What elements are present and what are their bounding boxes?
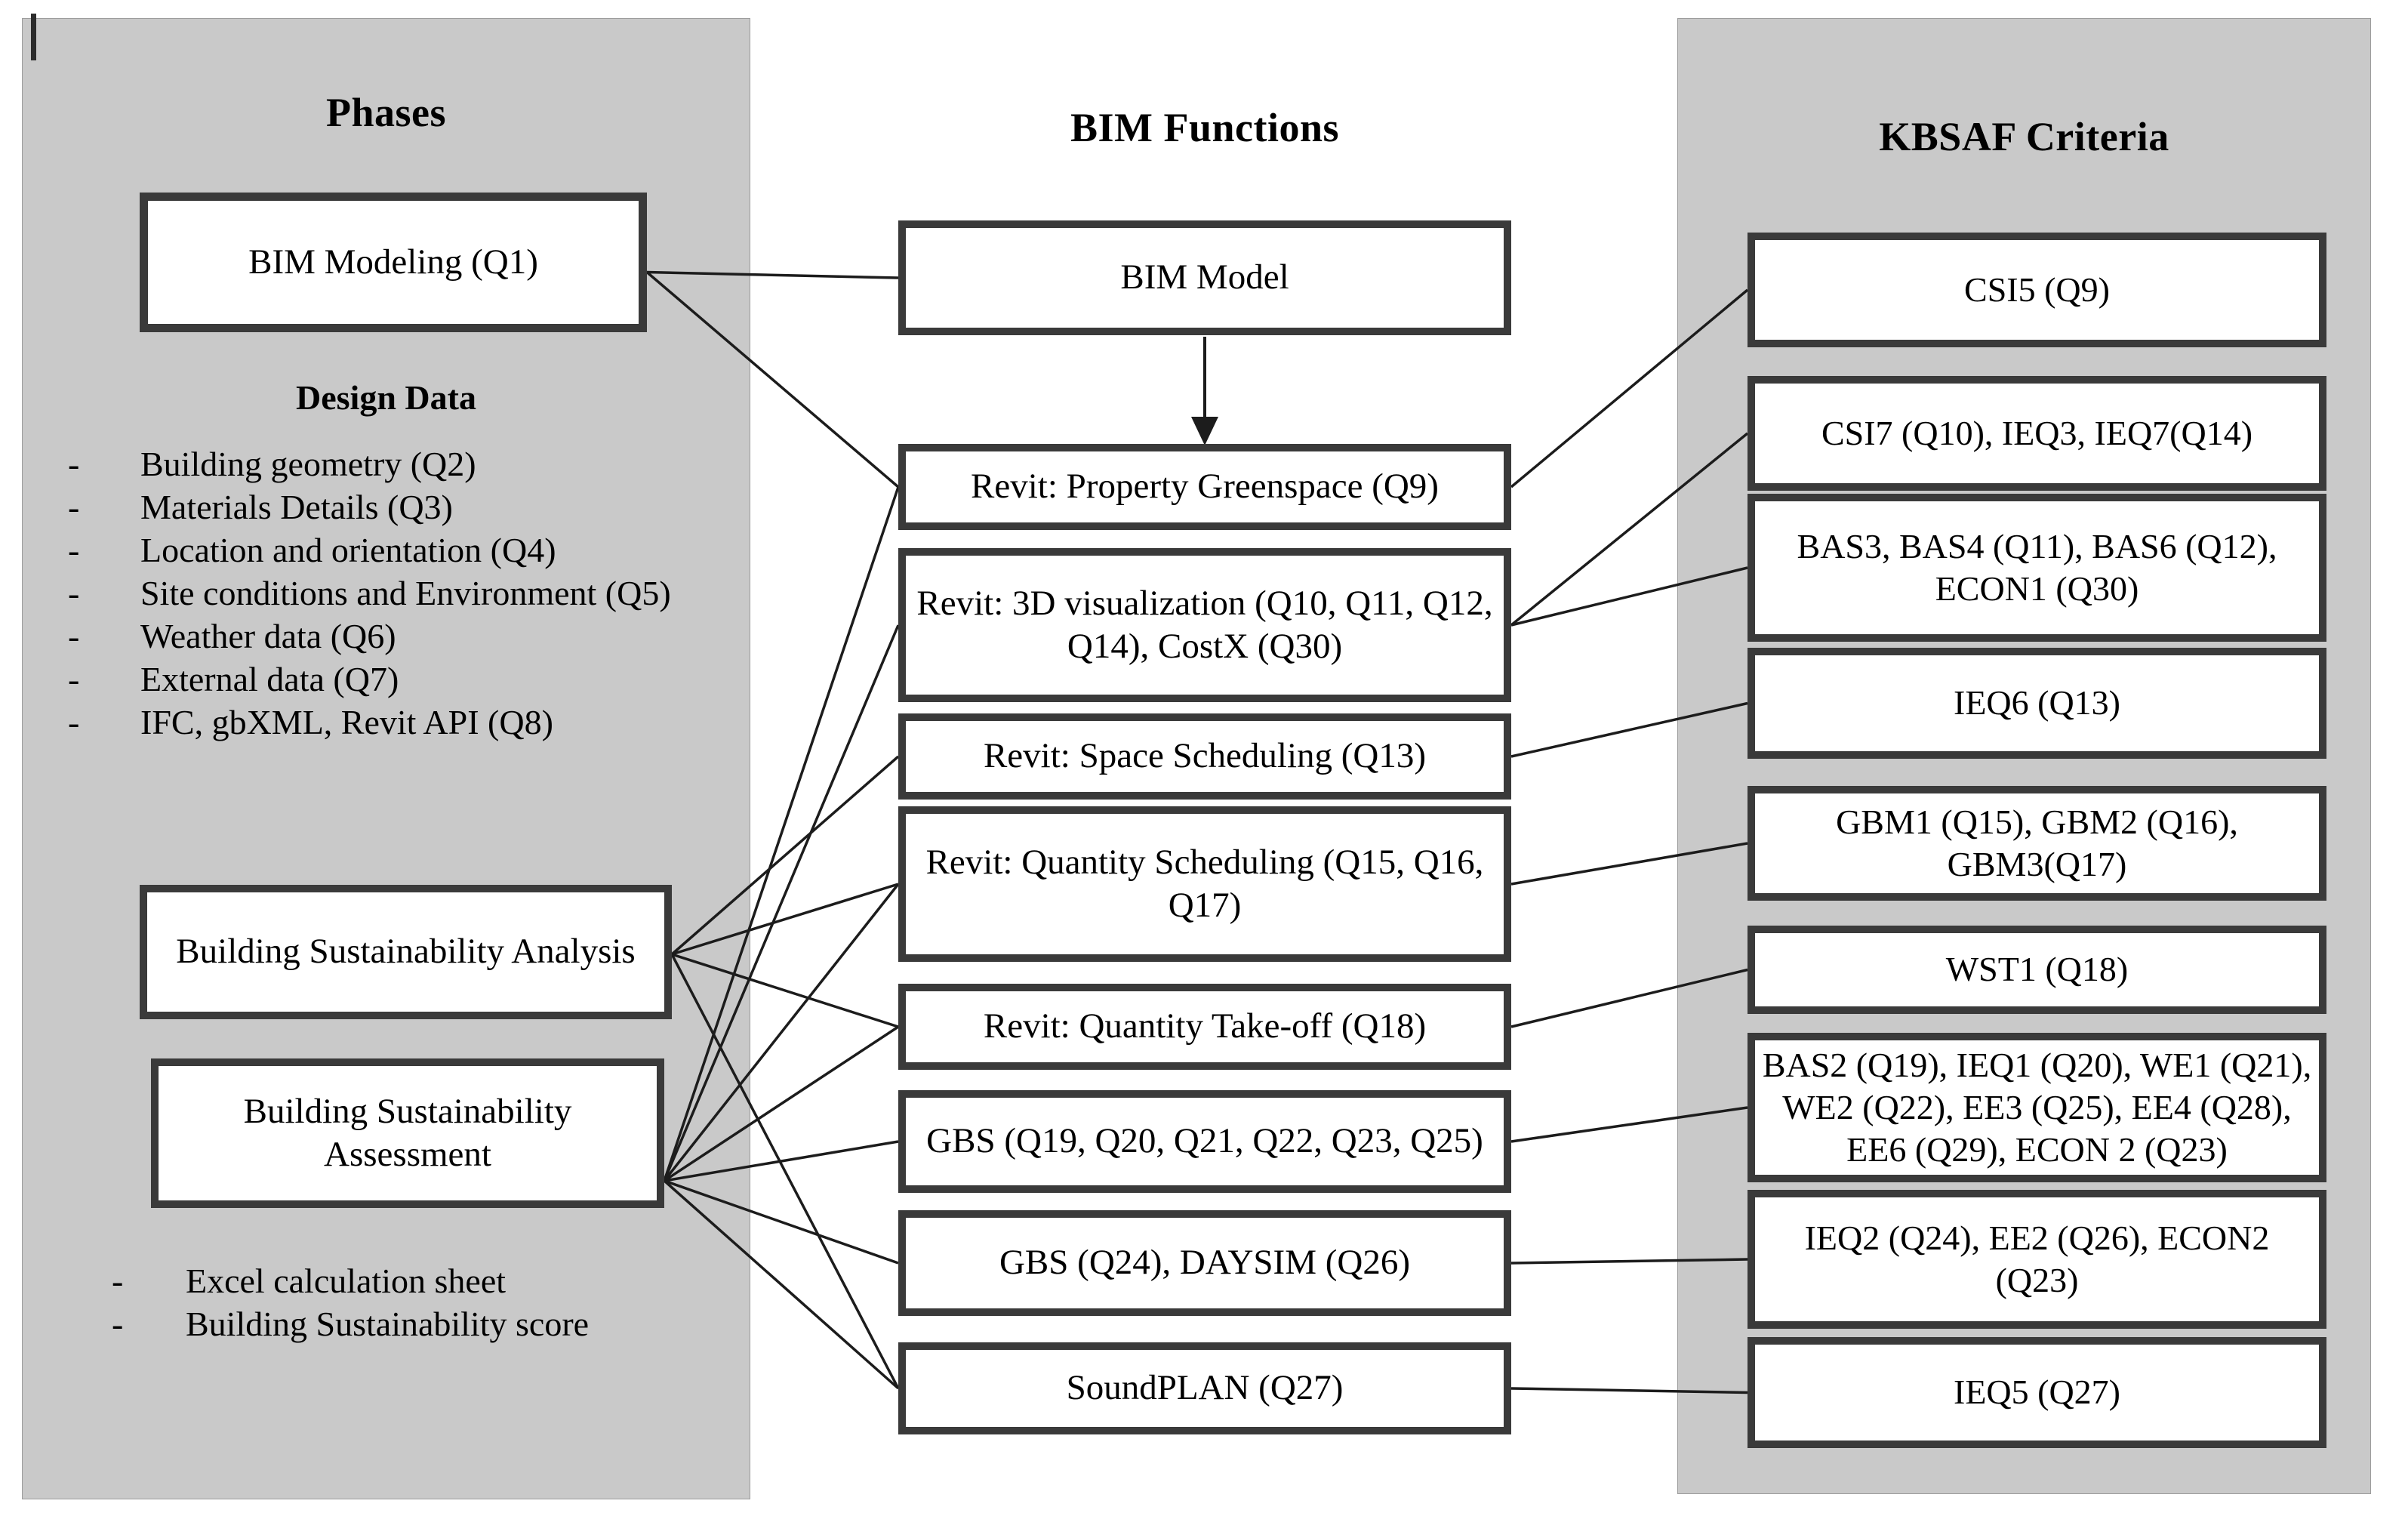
csi7-ieq3-ieq7-box: CSI7 (Q10), IEQ3, IEQ7(Q14): [1747, 376, 2326, 491]
gbm1-gbm2-gbm3-label: GBM1 (Q15), GBM2 (Q16), GBM3(Q17): [1836, 802, 2238, 883]
ieq6-box: IEQ6 (Q13): [1747, 648, 2326, 759]
revit-space-scheduling-box: Revit: Space Scheduling (Q13): [898, 713, 1511, 800]
building-sustainability-analysis-box: Building Sustainability Analysis: [140, 885, 672, 1019]
list-item: - Weather data (Q6): [68, 615, 747, 658]
dash-bullet: -: [68, 445, 80, 483]
list-item-label: Weather data (Q6): [140, 617, 396, 655]
list-item-label: Location and orientation (Q4): [140, 531, 556, 569]
bim-model-label: BIM Model: [1120, 257, 1289, 297]
list-item-label: Excel calculation sheet: [186, 1262, 507, 1300]
ieq2-ee2-econ2-box: IEQ2 (Q24), EE2 (Q26), ECON2 (Q23): [1747, 1190, 2326, 1329]
bas2-ieq1-we1-we2-ee-econ2-label: BAS2 (Q19), IEQ1 (Q20), WE1 (Q21), WE2 (…: [1762, 1045, 2312, 1169]
bas3-bas4-bas6-econ1-label: BAS3, BAS4 (Q11), BAS6 (Q12), ECON1 (Q30…: [1797, 526, 2277, 608]
gbm1-gbm2-gbm3-box: GBM1 (Q15), GBM2 (Q16), GBM3(Q17): [1747, 786, 2326, 901]
csi7-ieq3-ieq7-label: CSI7 (Q10), IEQ3, IEQ7(Q14): [1821, 413, 2253, 452]
bim-modeling-label: BIM Modeling (Q1): [248, 242, 538, 282]
list-item: - IFC, gbXML, Revit API (Q8): [68, 701, 747, 744]
analysis-label: Building Sustainability Analysis: [176, 932, 636, 972]
list-item: - Materials Details (Q3): [68, 485, 747, 528]
design-data-list: - Building geometry (Q2) - Materials Detai…: [68, 442, 747, 744]
revit-space-scheduling-label: Revit: Space Scheduling (Q13): [983, 736, 1427, 776]
list-item-label: Building geometry (Q2): [140, 445, 476, 483]
list-item: - Site conditions and Environment (Q5): [68, 572, 747, 615]
assessment-output-list: - Excel calculation sheet - Building Susta…: [112, 1259, 761, 1345]
list-item-label: Site conditions and Environment (Q5): [140, 574, 671, 612]
ieq2-ee2-econ2-label: IEQ2 (Q24), EE2 (Q26), ECON2 (Q23): [1804, 1218, 2270, 1299]
list-item: - Excel calculation sheet: [112, 1259, 761, 1302]
gbs-q19-q25-box: GBS (Q19, Q20, Q21, Q22, Q23, Q25): [898, 1090, 1511, 1193]
design-data-heading: Design Data: [296, 378, 476, 417]
ieq6-label: IEQ6 (Q13): [1954, 683, 2120, 723]
dash-bullet: -: [112, 1262, 124, 1300]
page-edge-mark: [31, 14, 36, 60]
bas2-ieq1-we1-we2-ee-econ2-box: BAS2 (Q19), IEQ1 (Q20), WE1 (Q21), WE2 (…: [1747, 1033, 2326, 1182]
revit-3d-visualization-box: Revit: 3D visualization (Q10, Q11, Q12, …: [898, 548, 1511, 702]
revit-property-greenspace-box: Revit: Property Greenspace (Q9): [898, 444, 1511, 530]
gbs-daysim-box: GBS (Q24), DAYSIM (Q26): [898, 1210, 1511, 1316]
revit-quantity-take-off-label: Revit: Quantity Take-off (Q18): [983, 1006, 1427, 1046]
dash-bullet: -: [68, 531, 80, 569]
csi5-box: CSI5 (Q9): [1747, 233, 2326, 347]
list-item: - Location and orientation (Q4): [68, 528, 747, 572]
wst1-label: WST1 (Q18): [1945, 950, 2129, 989]
csi5-label: CSI5 (Q9): [1964, 270, 2110, 309]
dash-bullet: -: [68, 660, 80, 698]
soundplan-box: SoundPLAN (Q27): [898, 1342, 1511, 1434]
assessment-label: Building Sustainability Assessment: [243, 1091, 572, 1174]
revit-quantity-take-off-box: Revit: Quantity Take-off (Q18): [898, 984, 1511, 1070]
dash-bullet: -: [68, 617, 80, 655]
soundplan-label: SoundPLAN (Q27): [1066, 1368, 1344, 1408]
bas3-bas4-bas6-econ1-box: BAS3, BAS4 (Q11), BAS6 (Q12), ECON1 (Q30…: [1747, 494, 2326, 642]
dash-bullet: -: [112, 1305, 124, 1343]
revit-quantity-scheduling-box: Revit: Quantity Scheduling (Q15, Q16, Q1…: [898, 806, 1511, 962]
list-item-label: External data (Q7): [140, 660, 399, 698]
building-sustainability-assessment-box: Building Sustainability Assessment: [151, 1058, 664, 1208]
gbs-daysim-label: GBS (Q24), DAYSIM (Q26): [999, 1243, 1410, 1283]
dash-bullet: -: [68, 488, 80, 526]
revit-3d-visualization-label: Revit: 3D visualization (Q10, Q11, Q12, …: [916, 583, 1493, 666]
list-item: - Building geometry (Q2): [68, 442, 747, 485]
dash-bullet: -: [68, 703, 80, 741]
dash-bullet: -: [68, 574, 80, 612]
ieq5-box: IEQ5 (Q27): [1747, 1337, 2326, 1448]
bim-model-box: BIM Model: [898, 220, 1511, 335]
wst1-box: WST1 (Q18): [1747, 926, 2326, 1014]
list-item-label: IFC, gbXML, Revit API (Q8): [140, 703, 553, 741]
revit-property-greenspace-label: Revit: Property Greenspace (Q9): [971, 467, 1439, 507]
list-item: - Building Sustainability score: [112, 1302, 761, 1345]
bim-modeling-box: BIM Modeling (Q1): [140, 193, 647, 332]
bim-functions-column-title: BIM Functions: [1070, 105, 1340, 150]
kbsaf-column-title: KBSAF Criteria: [1879, 114, 2169, 159]
gbs-q19-q25-label: GBS (Q19, Q20, Q21, Q22, Q23, Q25): [926, 1121, 1483, 1161]
list-item: - External data (Q7): [68, 658, 747, 701]
ieq5-label: IEQ5 (Q27): [1954, 1373, 2120, 1412]
list-item-label: Building Sustainability score: [186, 1305, 590, 1343]
list-item-label: Materials Details (Q3): [140, 488, 453, 526]
phases-column-title: Phases: [325, 90, 446, 135]
revit-quantity-scheduling-label: Revit: Quantity Scheduling (Q15, Q16, Q1…: [925, 842, 1484, 925]
